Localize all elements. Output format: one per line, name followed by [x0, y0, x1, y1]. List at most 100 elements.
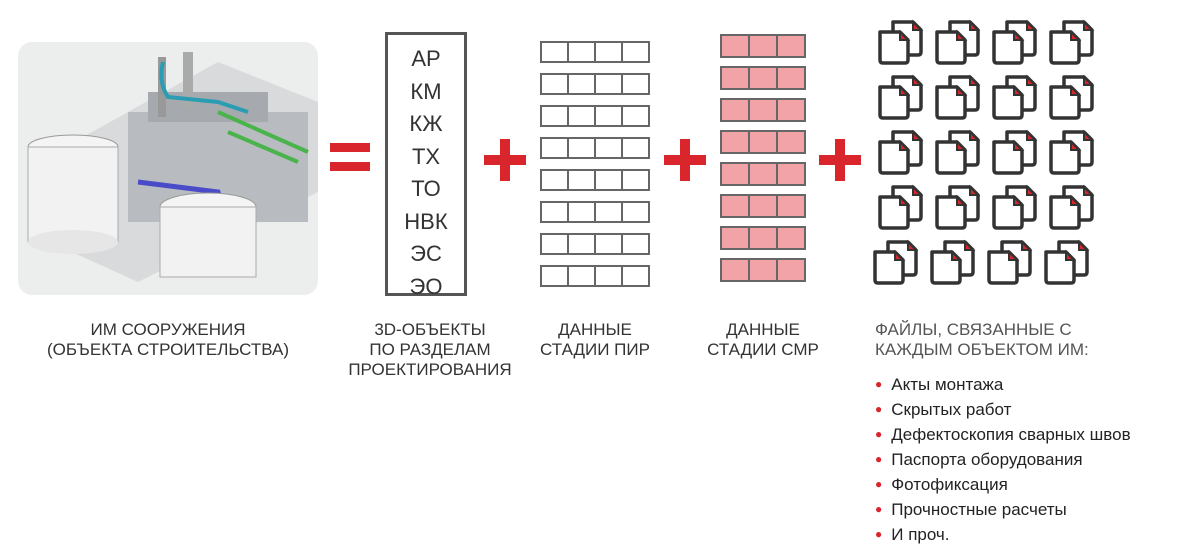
data-cell [569, 107, 596, 125]
data-cell [623, 75, 648, 93]
file-copy-icon [1046, 18, 1096, 71]
list-item: Фотофиксация [875, 472, 1131, 497]
pir-label: ДАННЫЕ СТАДИИ ПИР [525, 320, 665, 360]
data-cell [569, 139, 596, 157]
model-label: ИМ СООРУЖЕНИЯ (ОБЪЕКТА СТРОИТЕЛЬСТВА) [18, 320, 318, 360]
data-cell [722, 196, 750, 216]
data-cell [778, 132, 804, 152]
data-cell [623, 203, 648, 221]
data-row [720, 194, 806, 218]
data-cell [750, 196, 778, 216]
section-item: ТО [411, 176, 441, 201]
data-cell [750, 164, 778, 184]
data-cell [750, 100, 778, 120]
data-cell [623, 267, 648, 285]
data-cell [569, 235, 596, 253]
data-cell [722, 132, 750, 152]
data-cell [542, 139, 569, 157]
data-cell [722, 36, 750, 56]
label-line: ИМ СООРУЖЕНИЯ [90, 320, 246, 339]
label-line: КАЖДЫМ ОБЪЕКТОМ ИМ: [875, 340, 1089, 359]
files-list: Акты монтажа Скрытых работ Дефектоскопия… [875, 372, 1131, 547]
data-cell [569, 203, 596, 221]
data-cell [722, 228, 750, 248]
data-cell [596, 171, 623, 189]
data-cell [623, 43, 648, 61]
section-item: КЖ [409, 111, 443, 136]
list-item: Скрытых работ [875, 397, 1131, 422]
data-cell [569, 267, 596, 285]
data-cell [542, 107, 569, 125]
file-copy-icon [875, 183, 925, 236]
data-cell [778, 68, 804, 88]
label-line: ПРОЕКТИРОВАНИЯ [348, 360, 512, 379]
file-copy-icon [870, 238, 920, 291]
data-cell [778, 36, 804, 56]
data-cell [722, 100, 750, 120]
data-cell [778, 228, 804, 248]
section-item: АР [411, 46, 441, 71]
list-item: Акты монтажа [875, 372, 1131, 397]
data-row [720, 98, 806, 122]
data-cell [596, 267, 623, 285]
data-cell [569, 75, 596, 93]
data-cell [750, 68, 778, 88]
label-line: 3D-ОБЪЕКТЫ [374, 320, 486, 339]
section-item: КМ [410, 78, 442, 104]
plus-sign [664, 139, 706, 181]
file-copy-icon [989, 18, 1039, 71]
data-row [720, 34, 806, 58]
file-copy-icon [1041, 238, 1091, 291]
data-cell [623, 107, 648, 125]
data-row [540, 201, 650, 223]
data-row [540, 105, 650, 127]
data-row [540, 41, 650, 63]
data-cell [596, 75, 623, 93]
file-copy-icon [1046, 183, 1096, 236]
label-line: (ОБЪЕКТА СТРОИТЕЛЬСТВА) [46, 340, 290, 359]
file-copy-icon [989, 128, 1039, 181]
data-cell [569, 43, 596, 61]
file-copy-icon [932, 73, 982, 126]
data-row [540, 169, 650, 191]
plus-sign [484, 139, 526, 181]
data-cell [542, 75, 569, 93]
data-cell [542, 203, 569, 221]
data-cell [623, 235, 648, 253]
data-row [720, 66, 806, 90]
label-line: СТАДИИ ПИР [540, 340, 650, 359]
list-item: И проч. [875, 522, 1131, 547]
file-copy-icon [932, 183, 982, 236]
data-cell [542, 267, 569, 285]
plant-model-image [18, 42, 318, 295]
file-copy-icon [984, 238, 1034, 291]
data-cell [750, 36, 778, 56]
data-cell [722, 260, 750, 280]
data-cell [542, 235, 569, 253]
data-cell [596, 139, 623, 157]
file-copy-icon [989, 183, 1039, 236]
section-item: ЭО [409, 273, 443, 299]
sections-box: АР КМ КЖ ТХ ТО НВК ЭС ЭО [385, 32, 467, 299]
plus-sign [819, 139, 861, 181]
data-row [720, 162, 806, 186]
label-line: ФАЙЛЫ, СВЯЗАННЫЕ С [875, 320, 1072, 339]
data-cell [750, 260, 778, 280]
data-cell [596, 235, 623, 253]
list-item: Прочностные расчеты [875, 497, 1131, 522]
file-copy-icon [989, 73, 1039, 126]
file-copy-icon [927, 238, 977, 291]
sections-label: 3D-ОБЪЕКТЫ ПО РАЗДЕЛАМ ПРОЕКТИРОВАНИЯ [335, 320, 525, 380]
data-cell [596, 43, 623, 61]
data-row [540, 137, 650, 159]
file-copy-icon [1046, 128, 1096, 181]
list-item: Дефектоскопия сварных швов [875, 422, 1130, 447]
data-cell [542, 171, 569, 189]
data-row [540, 73, 650, 95]
list-item: Паспорта оборудования [875, 447, 1131, 472]
data-row [720, 226, 806, 250]
data-cell [596, 203, 623, 221]
data-row [540, 265, 650, 287]
data-cell [596, 107, 623, 125]
data-cell [722, 164, 750, 184]
